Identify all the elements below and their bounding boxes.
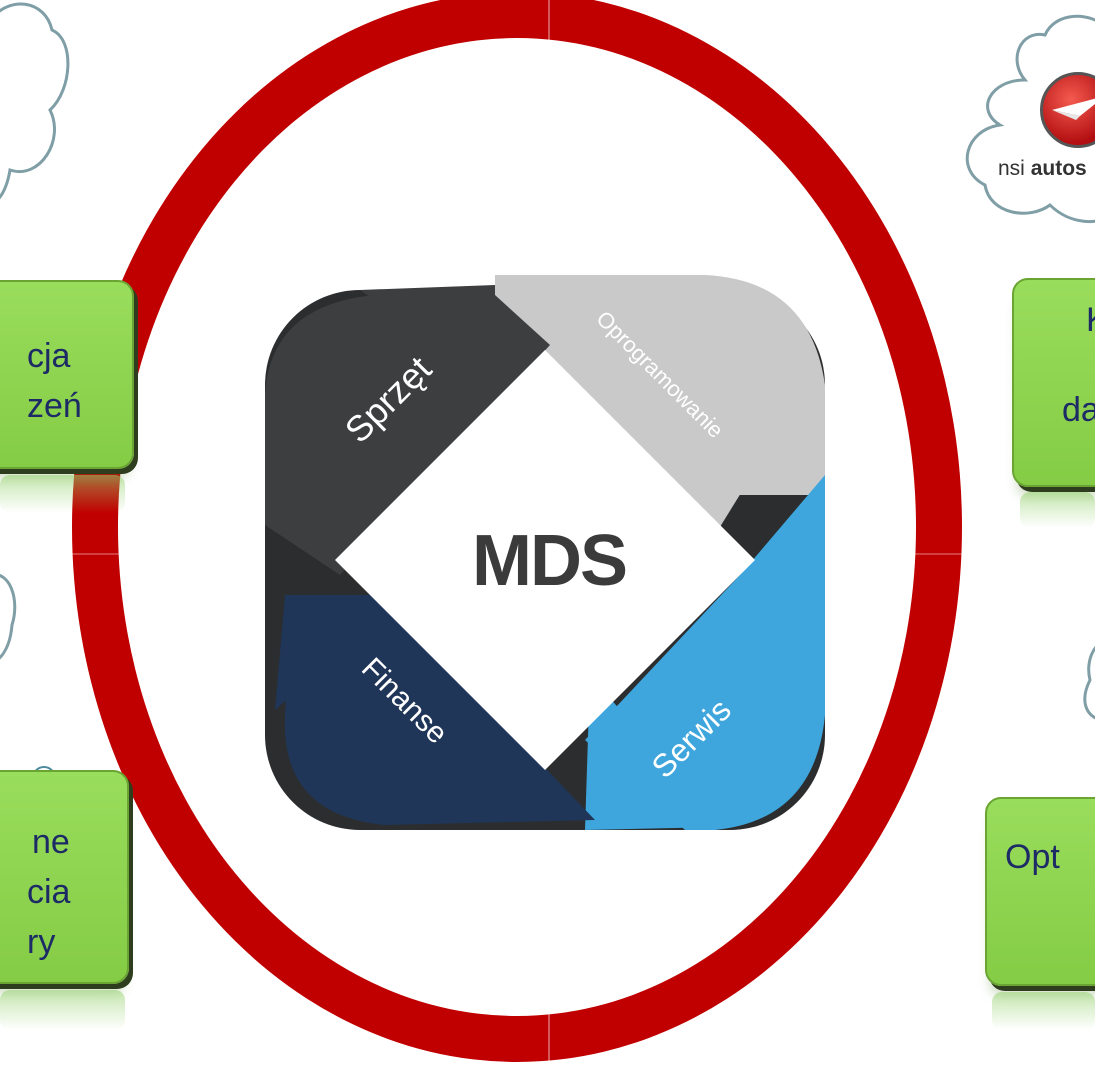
box-text-line: ry <box>27 923 56 961</box>
box-text-line: da <box>1062 391 1095 429</box>
segment-oprogramowanie <box>495 275 825 495</box>
box-reflection <box>992 992 1095 1030</box>
logo-brand-suffix: autos <box>1030 157 1087 180</box>
box-text-line: cia <box>27 873 71 911</box>
box-text-line: cja <box>27 337 71 375</box>
box-reflection <box>1020 492 1095 528</box>
green-box-left-top: cja zeń <box>0 280 134 469</box>
center-label-mds: MDS <box>472 521 628 601</box>
arrow-sprzet <box>360 285 495 415</box>
logo-brand-prefix: nsi <box>998 157 1025 180</box>
cloud-top-left <box>0 2 70 200</box>
box-text-line: Opt <box>1005 838 1060 876</box>
cloud-top-right <box>965 14 1095 224</box>
box-text-line: ne <box>32 823 70 861</box>
logo-wordmark: nsi autos <box>998 157 1087 181</box>
paper-plane-icon <box>1052 98 1095 120</box>
center-diamond <box>335 350 755 770</box>
mds-cycle-diagram: Sprzęt Oprogramowanie Serwis Finanse <box>265 275 825 830</box>
arrow-serwis <box>585 675 720 830</box>
box-text-line: zeń <box>27 387 82 425</box>
segment-finanse <box>284 600 595 825</box>
cloud-right-middle <box>1083 646 1095 720</box>
green-box-right-bottom: Opt <box>985 797 1095 986</box>
box-text-line: K <box>1086 298 1095 342</box>
arrow-oprogramowanie <box>650 365 820 535</box>
green-box-left-bottom: ne cia ry <box>0 770 129 984</box>
box-reflection <box>0 475 125 513</box>
box-reflection <box>0 990 125 1030</box>
arrow-finanse <box>275 595 415 710</box>
green-box-right-top: K da <box>1012 278 1095 487</box>
cloud-left-middle <box>0 574 17 660</box>
